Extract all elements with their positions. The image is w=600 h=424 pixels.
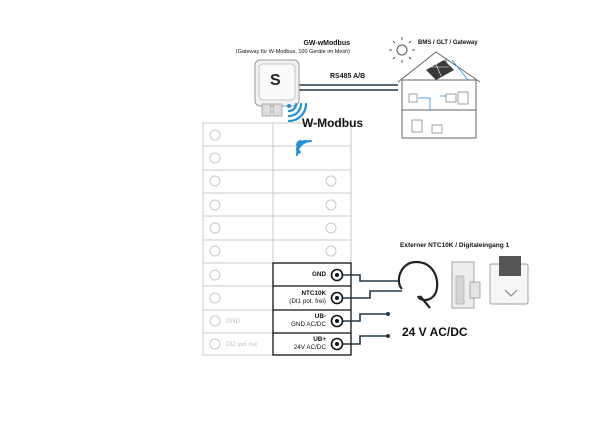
sun-icon — [389, 37, 415, 63]
house-wiring — [418, 59, 469, 110]
left-terminal-label-gnd: GND — [226, 318, 240, 325]
terminal-label-ub-minus-note: GND AC/DC — [291, 321, 326, 328]
wmodbus-label: W-Modbus — [302, 116, 364, 130]
active-terminals — [272, 262, 352, 356]
terminal-screw-gnd — [330, 268, 344, 282]
wires — [343, 274, 402, 345]
terminal-label-ub-plus-note: 24V AC/DC — [293, 344, 326, 351]
terminal-label-ub-plus: UB+ — [313, 336, 326, 343]
house-icon — [397, 51, 481, 139]
wifi-dot — [287, 104, 291, 108]
terminal-screw-ntc — [330, 291, 344, 305]
terminal-screw-ub-plus — [330, 337, 344, 351]
svg-text:S: S — [270, 72, 281, 89]
bms-label: BMS / GLT / Gateway — [418, 40, 478, 46]
wifi-icon — [287, 102, 308, 123]
external-sensor-label: Externer NTC10K / Digitaleingang 1 — [400, 242, 510, 249]
rs485-bus — [298, 84, 398, 91]
terminal-label-ub-minus: UB- — [314, 313, 326, 320]
rs485-label: RS485 A/B — [330, 73, 366, 80]
wifi-module-icon — [296, 140, 312, 156]
left-terminal-screws — [209, 129, 221, 350]
wire-ends — [386, 312, 390, 338]
left-terminal-label-di2: DI2 (pot. frei) — [226, 341, 258, 348]
terminal-screw-ub-minus — [330, 314, 344, 328]
left-terminal-di2: DI2 — [226, 341, 236, 348]
gateway-subtitle: (Gateway für W-Modbus, 100 Geräte im Mes… — [235, 49, 350, 55]
gateway-title: GW-wModbus — [303, 40, 350, 47]
keycard-switch — [489, 256, 529, 305]
terminal-label-gnd: GND — [312, 271, 326, 278]
house-interior — [408, 91, 469, 134]
right-terminal-screws — [325, 175, 337, 257]
left-terminal-di2-note: (pot. frei) — [237, 342, 258, 348]
contact-sensor — [451, 261, 481, 309]
supply-label: 24 V AC/DC — [402, 325, 468, 339]
terminal-label-ntc: NTC10K — [301, 290, 327, 297]
ntc-sensor-cable — [397, 260, 439, 309]
terminal-label-ntc-note: (DI1 pot. frei) — [289, 298, 326, 305]
wifi-module-dot — [297, 150, 301, 154]
solar-panel-icon — [426, 60, 454, 80]
gateway-device: S — [254, 59, 300, 117]
